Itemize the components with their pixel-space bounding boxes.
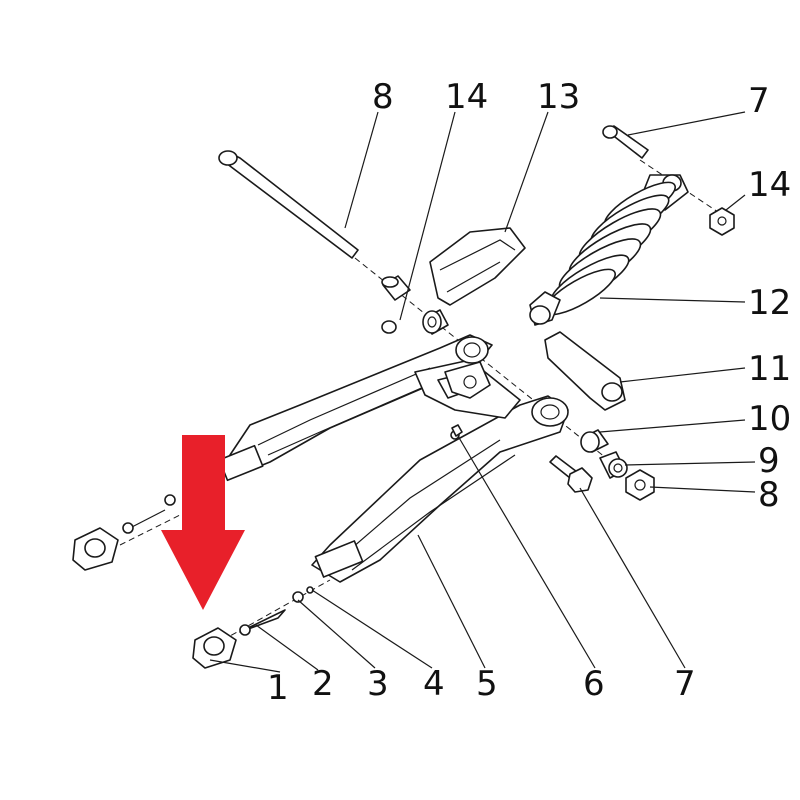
chain-adjuster-upper — [72, 494, 176, 571]
leader-lines — [209, 111, 756, 673]
right-pivot-hardware — [580, 429, 655, 501]
callout-8-right: 8 — [758, 475, 780, 515]
down-arrow-icon — [161, 435, 245, 610]
callout-11: 11 — [748, 349, 791, 389]
callout-7-top: 7 — [748, 81, 770, 121]
pivot-bolt — [218, 150, 359, 259]
callout-14-right: 14 — [748, 165, 791, 205]
callout-12: 12 — [748, 283, 791, 323]
callout-3: 3 — [367, 664, 389, 704]
chain-slider — [429, 227, 526, 306]
callout-14-top: 14 — [445, 77, 488, 117]
shock-upper-bolt — [602, 125, 735, 236]
callout-7-bottom: 7 — [674, 664, 696, 704]
callout-2: 2 — [312, 664, 334, 704]
shock-linkage — [544, 331, 626, 411]
lower-bolt-and-nipple — [451, 424, 593, 493]
shock-spring — [544, 181, 676, 316]
callout-labels: 1 2 3 4 5 6 7 8 14 13 7 14 12 11 10 9 8 — [267, 77, 791, 708]
callout-8-top: 8 — [372, 77, 394, 117]
chain-adjuster-lower — [192, 586, 314, 669]
swingarm-body — [218, 334, 569, 583]
callout-1: 1 — [267, 668, 289, 708]
callout-6: 6 — [583, 664, 605, 704]
callout-9: 9 — [758, 441, 780, 481]
callout-4: 4 — [423, 664, 445, 704]
callout-10: 10 — [748, 399, 791, 439]
rear-shock — [529, 174, 689, 326]
callout-13: 13 — [537, 77, 580, 117]
pivot-bushings — [381, 275, 449, 335]
callout-5: 5 — [476, 664, 498, 704]
